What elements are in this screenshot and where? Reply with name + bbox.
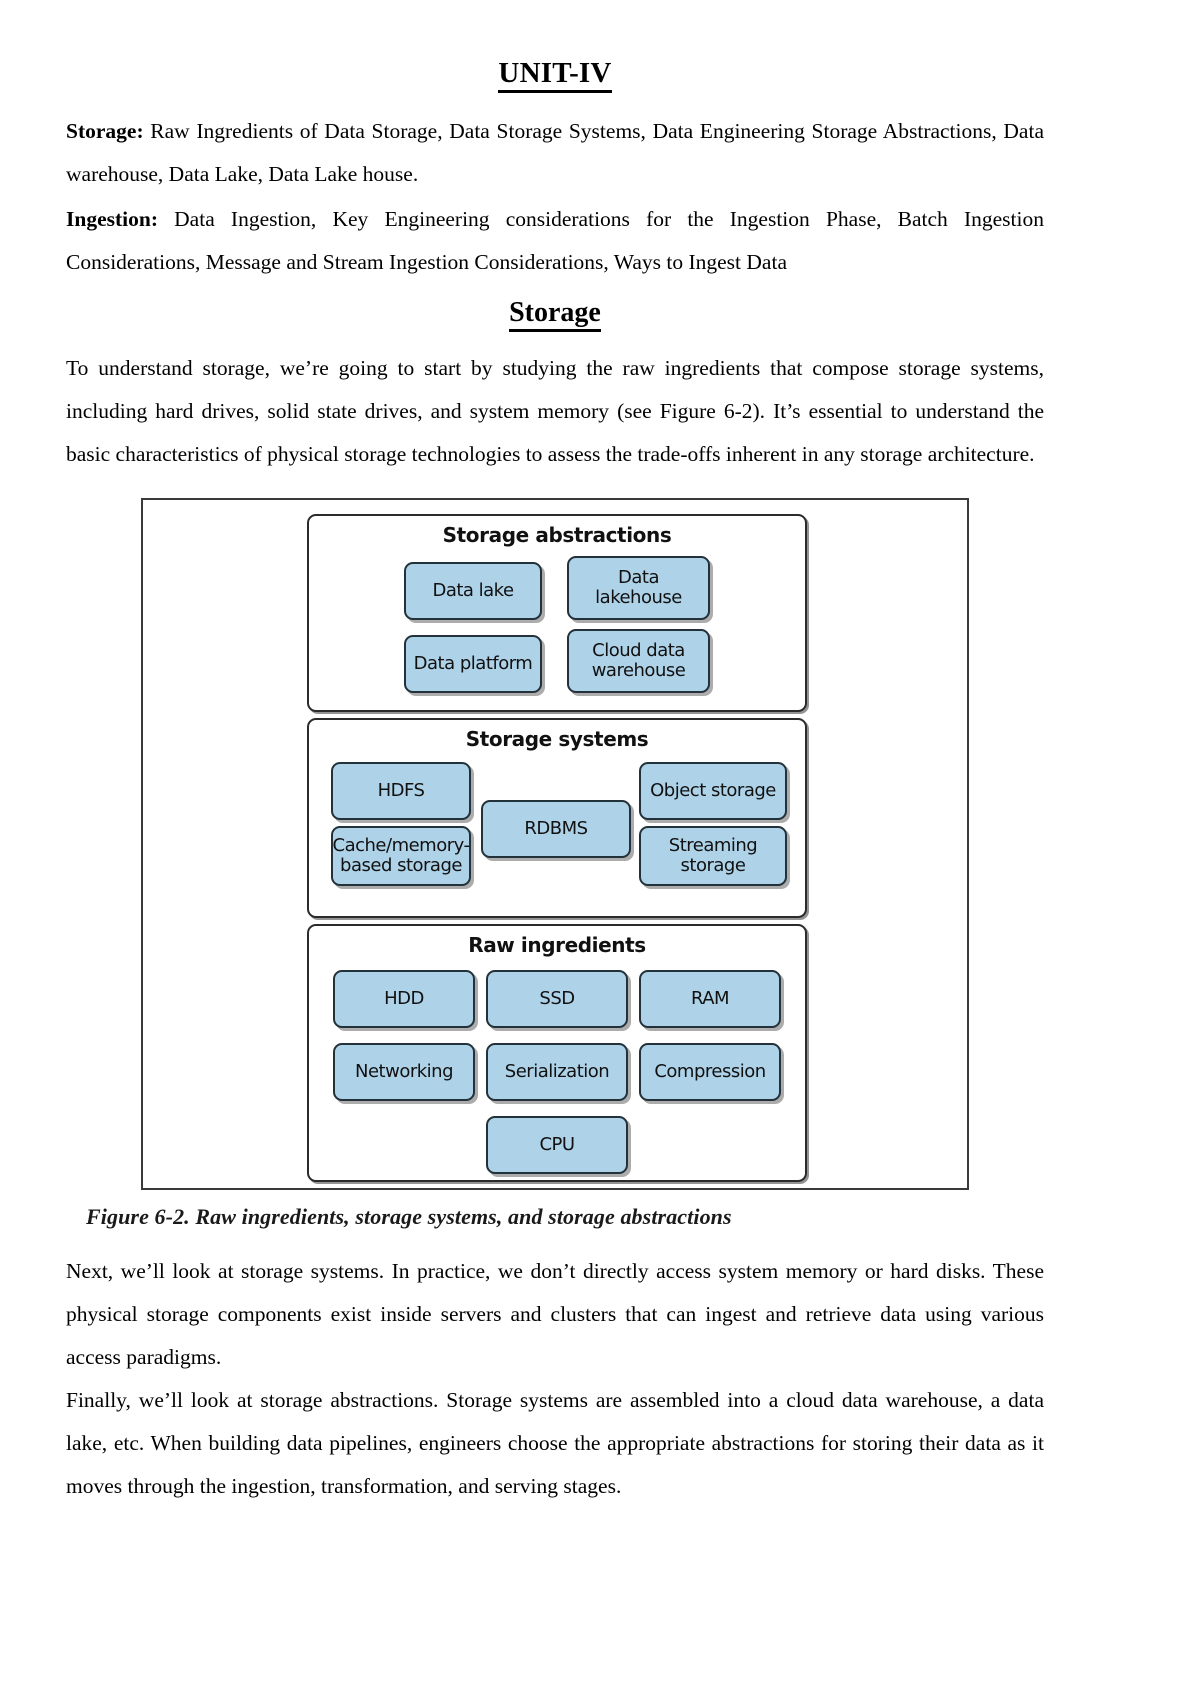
closing-paragraph-1: Next, we’ll look at storage systems. In … <box>66 1258 1044 1369</box>
closing-paragraphs: Next, we’ll look at storage systems. In … <box>66 1250 1044 1508</box>
syllabus-line-storage: Storage: Raw Ingredients of Data Storage… <box>66 110 1044 196</box>
node-ssd: SSD <box>486 969 628 1028</box>
node-data-lakehouse: Data lakehouse <box>567 555 710 620</box>
layer-storage-abstractions: Storage abstractions Data lake Data lake… <box>307 513 807 712</box>
syllabus-label-storage: Storage: <box>66 118 144 143</box>
node-ram: RAM <box>639 969 781 1028</box>
node-object-storage: Object storage <box>639 761 787 820</box>
closing-paragraph-2: Finally, we’ll look at storage abstracti… <box>66 1387 1044 1498</box>
layer-title-storage-abstractions: Storage abstractions <box>442 522 672 547</box>
document-content: UNIT-IV Storage: Raw Ingredients of Data… <box>66 57 1044 1508</box>
layer-storage-systems: Storage systems HDFS RDBMS Object storag… <box>307 717 807 918</box>
syllabus-line-ingestion: Ingestion: Data Ingestion, Key Engineeri… <box>66 198 1044 284</box>
node-serialization: Serialization <box>486 1042 628 1101</box>
node-streaming-storage: Streaming storage <box>639 825 787 886</box>
node-data-lake: Data lake <box>404 561 542 620</box>
node-compression: Compression <box>639 1042 781 1101</box>
section-heading: Storage <box>66 296 1044 332</box>
intro-paragraph: To understand storage, we’re going to st… <box>66 355 1044 466</box>
figure-6-2: Storage abstractions Data lake Data lake… <box>66 497 1044 1230</box>
node-cloud-data-warehouse: Cloud data warehouse <box>567 628 710 693</box>
node-networking: Networking <box>333 1042 475 1101</box>
node-cpu: CPU <box>486 1115 628 1174</box>
node-hdfs: HDFS <box>331 761 471 820</box>
syllabus-text-storage: Raw Ingredients of Data Storage, Data St… <box>66 118 1044 186</box>
node-rdbms: RDBMS <box>481 799 631 858</box>
figure-outer-border: Storage abstractions Data lake Data lake… <box>141 497 969 1190</box>
node-data-platform: Data platform <box>404 634 542 693</box>
syllabus-label-ingestion: Ingestion: <box>66 206 158 231</box>
node-hdd: HDD <box>333 969 475 1028</box>
section-heading-text: Storage <box>509 296 601 332</box>
page-title: UNIT-IV <box>66 57 1044 93</box>
syllabus-text-ingestion: Data Ingestion, Key Engineering consider… <box>66 206 1044 274</box>
layer-title-raw-ingredients: Raw ingredients <box>468 932 646 957</box>
node-cache-memory-based-storage: Cache/memory- based storage <box>331 825 471 886</box>
page-title-text: UNIT-IV <box>498 57 612 93</box>
layer-title-storage-systems: Storage systems <box>465 726 649 751</box>
layer-raw-ingredients: Raw ingredients HDD SSD RAM Networking S… <box>307 923 807 1182</box>
figure-caption: Figure 6-2. Raw ingredients, storage sys… <box>86 1203 732 1229</box>
